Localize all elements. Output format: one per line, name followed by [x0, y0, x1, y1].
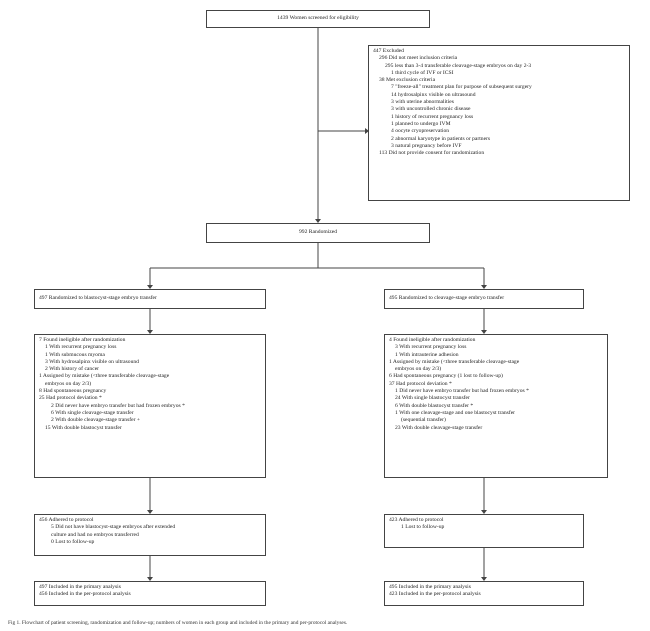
flowchart-line: 3 With recurrent pregnancy loss: [395, 344, 467, 351]
flowchart-line: 6 Had spontaneous pregnancy (1 lost to f…: [389, 373, 503, 380]
flowchart-line: 2 With history of cancer: [45, 366, 100, 373]
flowchart-line: 1 With submucous myoma: [45, 351, 105, 358]
arrowhead-left-analysis: [147, 577, 153, 581]
flowchart-line: 497 Included in the primary analysis: [39, 584, 121, 590]
arrowhead-right-adhered: [481, 510, 487, 514]
flowchart-line: 1 With one cleavage-stage and one blasto…: [395, 409, 516, 416]
figure-caption: Fig 1. Flowchart of patient screening, r…: [8, 620, 348, 626]
flowchart-line: 0 Lost to follow-up: [51, 538, 95, 545]
flowchart-line: 1 Did never have embryo transfer but had…: [395, 388, 529, 395]
flowchart-line: 3 natural pregnancy before IVF: [391, 142, 462, 149]
flowchart-line: 423 Included in the per-protocol analysi…: [389, 591, 481, 598]
flowchart-line: embryos on day 2/3): [395, 366, 442, 373]
flowchart-line: 4 oocyte cryopreservation: [391, 128, 450, 135]
right-arm-text: 495 Randomized to cleavage-stage embryo …: [389, 295, 505, 301]
flowchart-line: 447 Excluded: [373, 48, 404, 54]
screening-text: 1439 Women screened for eligibility: [277, 15, 359, 21]
flowchart-line: 495 Included in the primary analysis: [389, 584, 471, 590]
left-arm-text: 497 Randomized to blastocyst-stage embry…: [39, 295, 157, 301]
flowchart-line: 6 With single cleavage-stage transfer: [51, 409, 134, 416]
flowchart-line: 37 Had protocol deviation *: [389, 380, 452, 387]
flowchart-line: 4 Found ineligible after randomization: [389, 337, 476, 343]
flowchart-line: 24 With single blastocyst transfer: [395, 395, 470, 402]
flowchart-line: embryos on day 2/3): [45, 380, 92, 387]
flowchart-line: 3 With hydrosalpinx visible on ultrasoun…: [45, 358, 139, 365]
flowchart-line: 423 Adhered to protocol: [389, 517, 444, 523]
flowchart-line: 2 Did never have embryo transfer but had…: [51, 402, 185, 409]
flowchart-line: 14 hydrosalpinx visible on ultrasound: [391, 91, 476, 98]
randomized-box: 992 Randomized: [206, 223, 430, 243]
flowchart-line: 1 With recurrent pregnancy loss: [45, 344, 117, 351]
right-arm-box: 495 Randomized to cleavage-stage embryo …: [384, 289, 584, 309]
flowchart-line: 1 planned to undergo IVM: [391, 120, 451, 127]
flowchart-line: 1 Assigned by mistake (<three transferab…: [39, 373, 170, 380]
arrowhead-left-adhered: [147, 510, 153, 514]
flowchart-line: 7 Found ineligible after randomization: [39, 337, 126, 343]
flowchart-line: 1 history of recurrent pregnancy loss: [391, 113, 474, 120]
flowchart-line: 296 Did not meet inclusion criteria: [379, 55, 458, 62]
flowchart-line: 456 Included in the per-protocol analysi…: [39, 591, 131, 598]
flowchart-line: culture and had no embryos transferred: [51, 531, 139, 538]
flowchart-line: 8 Had spontaneous pregnancy: [39, 388, 107, 395]
arrowhead-right-arm: [481, 285, 487, 289]
flowchart-line: 3 with uterine abnormalities: [391, 99, 454, 106]
flowchart-line: 1 third cycle of IVF or ICSI: [391, 69, 454, 76]
screening-box: 1439 Women screened for eligibility: [206, 10, 430, 28]
flowchart-line: 2 With double cleavage-stage transfer +: [51, 417, 141, 424]
flowchart-line: 15 With double blastocyst transfer: [45, 424, 122, 431]
flowchart-line: 1 Lost to follow-up: [401, 524, 445, 531]
flowchart-line: 3 with uncontrolled chronic disease: [391, 106, 471, 113]
flowchart-line: 1 Assigned by mistake (<three transferab…: [389, 358, 520, 365]
flowchart-line: 456 Adhered to protocol: [39, 517, 94, 523]
flowchart-line: 23 With double cleavage-stage transfer: [395, 424, 483, 431]
left-arm-box: 497 Randomized to blastocyst-stage embry…: [34, 289, 266, 309]
flowchart-line: 2 abnormal karyotype in patients or part…: [391, 135, 491, 142]
arrowhead-right-analysis: [481, 577, 487, 581]
flowchart-line: 6 With double blastocyst transfer *: [395, 402, 474, 409]
arrowhead-right-details: [481, 330, 487, 334]
flowchart-line: (sequential transfer): [401, 417, 446, 424]
flowchart-line: 38 Met exclusion criteria: [379, 77, 436, 84]
flowchart-line: 1 With intrauterine adhesion: [395, 351, 459, 358]
randomized-text: 992 Randomized: [298, 229, 338, 235]
flowchart-line: 7 "freeze-all" treatment plan for purpos…: [391, 84, 532, 91]
flowchart-line: 295 less than 3-4 transferable cleavage-…: [385, 62, 532, 69]
flowchart-line: 25 Had protocol deviation *: [39, 395, 102, 402]
arrowhead-excluded: [365, 128, 369, 134]
arrowhead-left-arm: [147, 285, 153, 289]
flowchart-line: 113 Did not provide consent for randomiz…: [379, 150, 485, 157]
arrowhead-left-details: [147, 330, 153, 334]
flowchart-line: 5 Did not have blastocyst-stage embryos …: [51, 524, 176, 531]
arrowhead-randomized: [315, 219, 321, 223]
